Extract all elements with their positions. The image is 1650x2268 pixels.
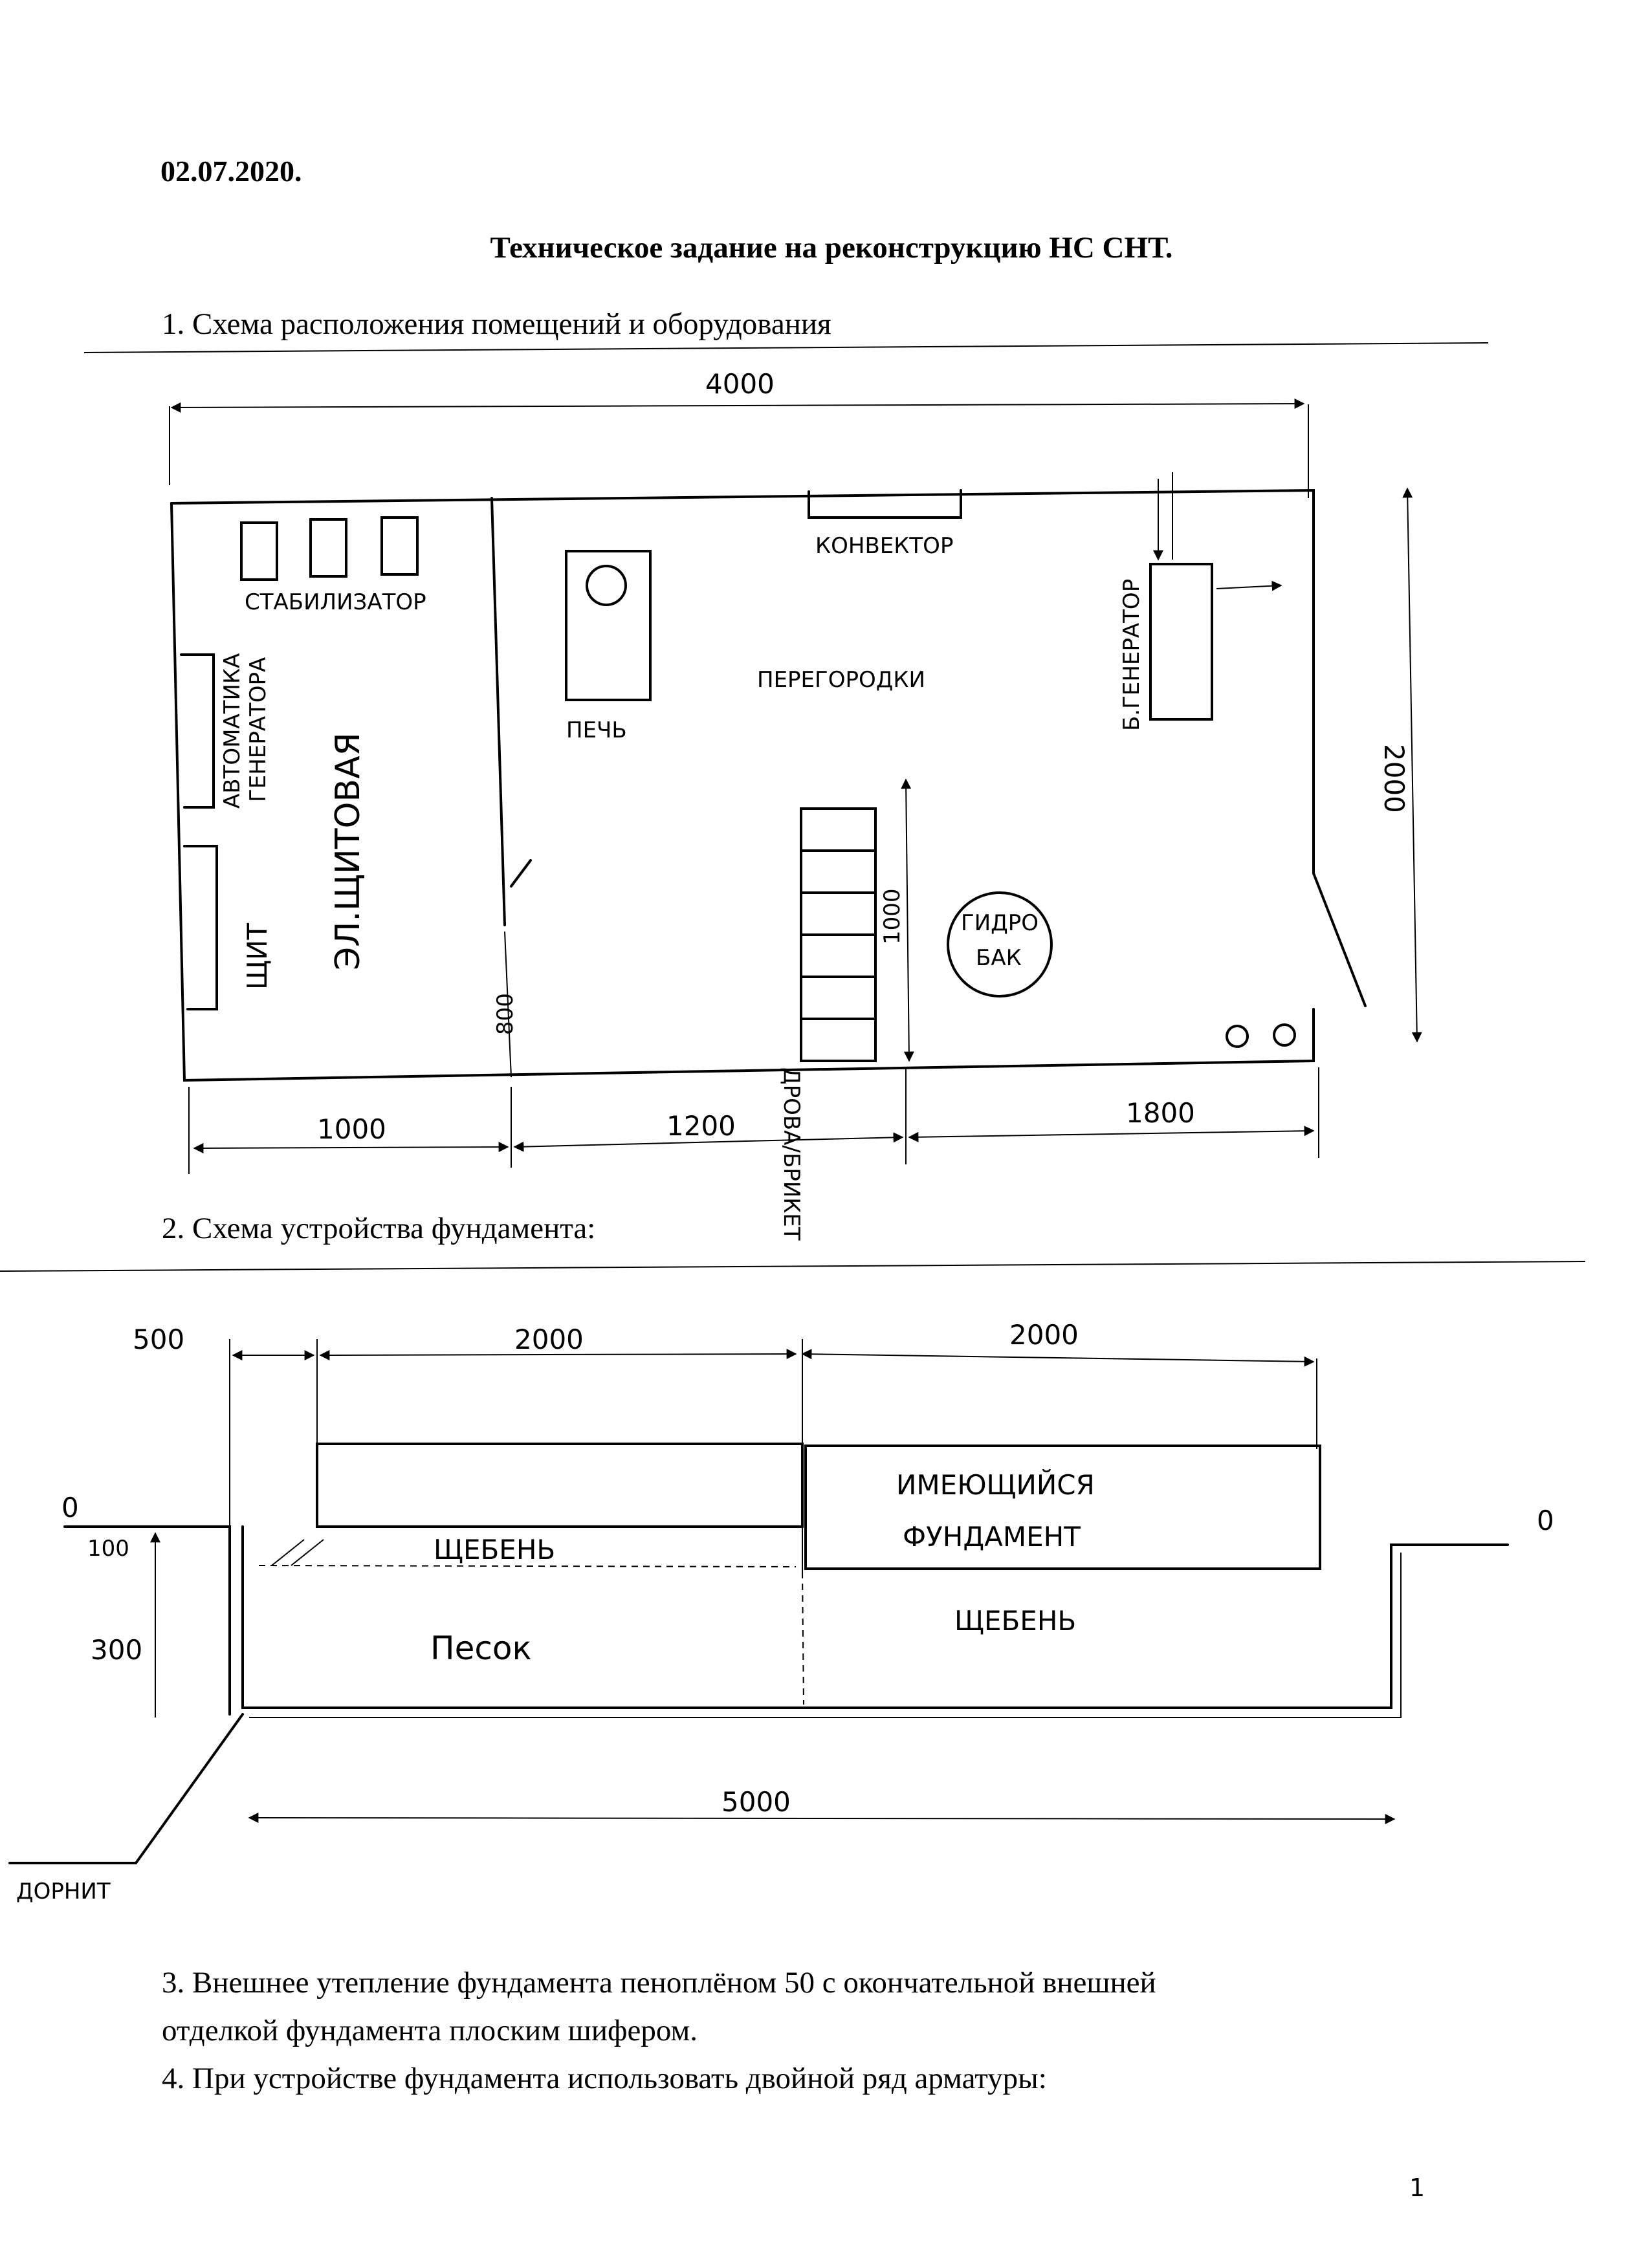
door-leaf [1312, 872, 1367, 1007]
sand-gravel-divider [802, 1571, 804, 1705]
section-3-text-line1: 3. Внешнее утепление фундамента пеноплён… [162, 1966, 1156, 2000]
rack-shelf-4 [800, 933, 877, 978]
label-hydro-2: БАК [976, 945, 1022, 971]
dim-line-1000 [901, 778, 914, 1062]
wall-left-bottom [170, 502, 1315, 1082]
convector [808, 489, 962, 519]
door-opening [504, 931, 512, 1078]
dim-2000-a: 2000 [514, 1324, 584, 1355]
dim-line-1200 [513, 1132, 904, 1152]
room-plan: 4000 800 2000 СТАБИЛИЗАТОР АВТОМАТИКА ГЕ… [83, 342, 1489, 1241]
label-automation: АВТОМАТИКА [219, 653, 245, 809]
existing-foundation [804, 1445, 1321, 1570]
dim-800: 800 [492, 993, 518, 1035]
dim-4000: 4000 [705, 368, 775, 400]
dim-100: 100 [87, 1536, 129, 1562]
stove-burner [586, 565, 627, 606]
dim-line-2000-b [801, 1349, 1315, 1367]
section-3-text-line2: отделкой фундамента плоским шифером. [162, 2014, 698, 2047]
wall-top-right [170, 488, 1315, 875]
dim-bottom-1800: 1800 [1126, 1097, 1195, 1129]
new-slab [316, 1443, 804, 1528]
dim-2000-b: 2000 [1009, 1319, 1079, 1351]
stabilizer-box-2 [309, 518, 347, 578]
hydro-tank [947, 891, 1053, 998]
panel-box [183, 845, 218, 1010]
dim-500: 500 [133, 1324, 184, 1355]
label-existing-2: ФУНДАМЕНТ [903, 1521, 1081, 1553]
foundation-scheme: 500 2000 2000 ИМЕЮЩИЙСЯ ФУНДАМЕНТ 0 0 ЩЕ… [0, 1261, 1586, 1904]
label-gravel-right: ЩЕБЕНЬ [954, 1605, 1076, 1637]
automation-box [180, 653, 215, 809]
label-el-room: ЭЛ.ЩИТОВАЯ [329, 732, 368, 970]
pipe-circle-1 [1226, 1025, 1249, 1048]
rack-shelf-2 [800, 849, 877, 894]
dim-line-5000 [248, 1813, 1396, 1824]
dim-line-2000-a [319, 1349, 797, 1360]
label-generator-of: ГЕНЕРАТОРА [245, 657, 271, 802]
stabilizer-box-3 [380, 516, 419, 576]
label-dornit: ДОРНИТ [16, 1879, 111, 1904]
section-1-heading: 1. Схема расположения помещений и оборуд… [162, 307, 831, 341]
rack-shelf-3 [800, 891, 877, 936]
label-stabilizer: СТАБИЛИЗАТОР [245, 589, 426, 615]
stabilizer-box-1 [240, 521, 278, 581]
gravel-hatch-mark-2 [291, 1539, 324, 1566]
label-existing-1: ИМЕЮЩИЙСЯ [896, 1468, 1095, 1501]
label-sand: Песок [430, 1630, 532, 1667]
generator [1149, 563, 1213, 721]
underline-section-1 [83, 342, 1489, 353]
label-gravel-left: ЩЕБЕНЬ [434, 1534, 555, 1565]
pit-outline [241, 1525, 1509, 1709]
ground-left [63, 1525, 231, 1716]
zero-right: 0 [1537, 1505, 1554, 1536]
section-2-heading: 2. Схема устройства фундамента: [162, 1212, 596, 1245]
gravel-hatch-mark-1 [271, 1539, 305, 1566]
label-generator: Б.ГЕНЕРАТОР [1119, 579, 1145, 731]
label-stove: ПЕЧЬ [566, 717, 627, 743]
label-hydro-1: ГИДРО [961, 910, 1039, 936]
dim-2000: 2000 [1378, 744, 1410, 813]
rack-shelf-5 [800, 976, 877, 1020]
dim-bottom-1200: 1200 [666, 1110, 736, 1142]
underline-section-2 [0, 1261, 1586, 1272]
dim-line-1000-bottom [193, 1142, 509, 1153]
dim-1000: 1000 [879, 888, 905, 944]
dim-bottom-1000: 1000 [317, 1113, 386, 1145]
section-4-text: 4. При устройстве фундамента использоват… [162, 2062, 1047, 2095]
pipe-circle-2 [1273, 1023, 1296, 1047]
label-panel: ЩИТ [241, 923, 273, 990]
rack-shelf-6 [800, 1018, 877, 1062]
stove [565, 550, 652, 701]
gravel-hatch [258, 1565, 797, 1567]
dim-line-1800 [908, 1126, 1315, 1142]
dim-line-2000 [1402, 487, 1422, 1043]
label-partitions: ПЕРЕГОРОДКИ [757, 667, 925, 693]
zero-left: 0 [61, 1492, 79, 1523]
document-title: Техническое задание на реконструкцию НС … [490, 231, 1173, 265]
door-mark [510, 859, 532, 888]
rack-shelf-1 [800, 807, 877, 852]
dim-line-4000 [170, 398, 1305, 413]
label-convector: КОНВЕКТОР [815, 533, 953, 559]
pit-outline-inner [249, 1553, 1402, 1718]
dim-300: 300 [91, 1634, 142, 1666]
generator-exhaust-arrow [1216, 580, 1282, 591]
interior-wall [490, 497, 506, 926]
page-number: 1 [1409, 2174, 1425, 2202]
document-date: 02.07.2020. [160, 155, 302, 188]
dim-5000: 5000 [721, 1786, 791, 1818]
label-firewood: ДРОВА/БРИКЕТ [778, 1067, 804, 1241]
dornit-leader [135, 1713, 244, 1864]
